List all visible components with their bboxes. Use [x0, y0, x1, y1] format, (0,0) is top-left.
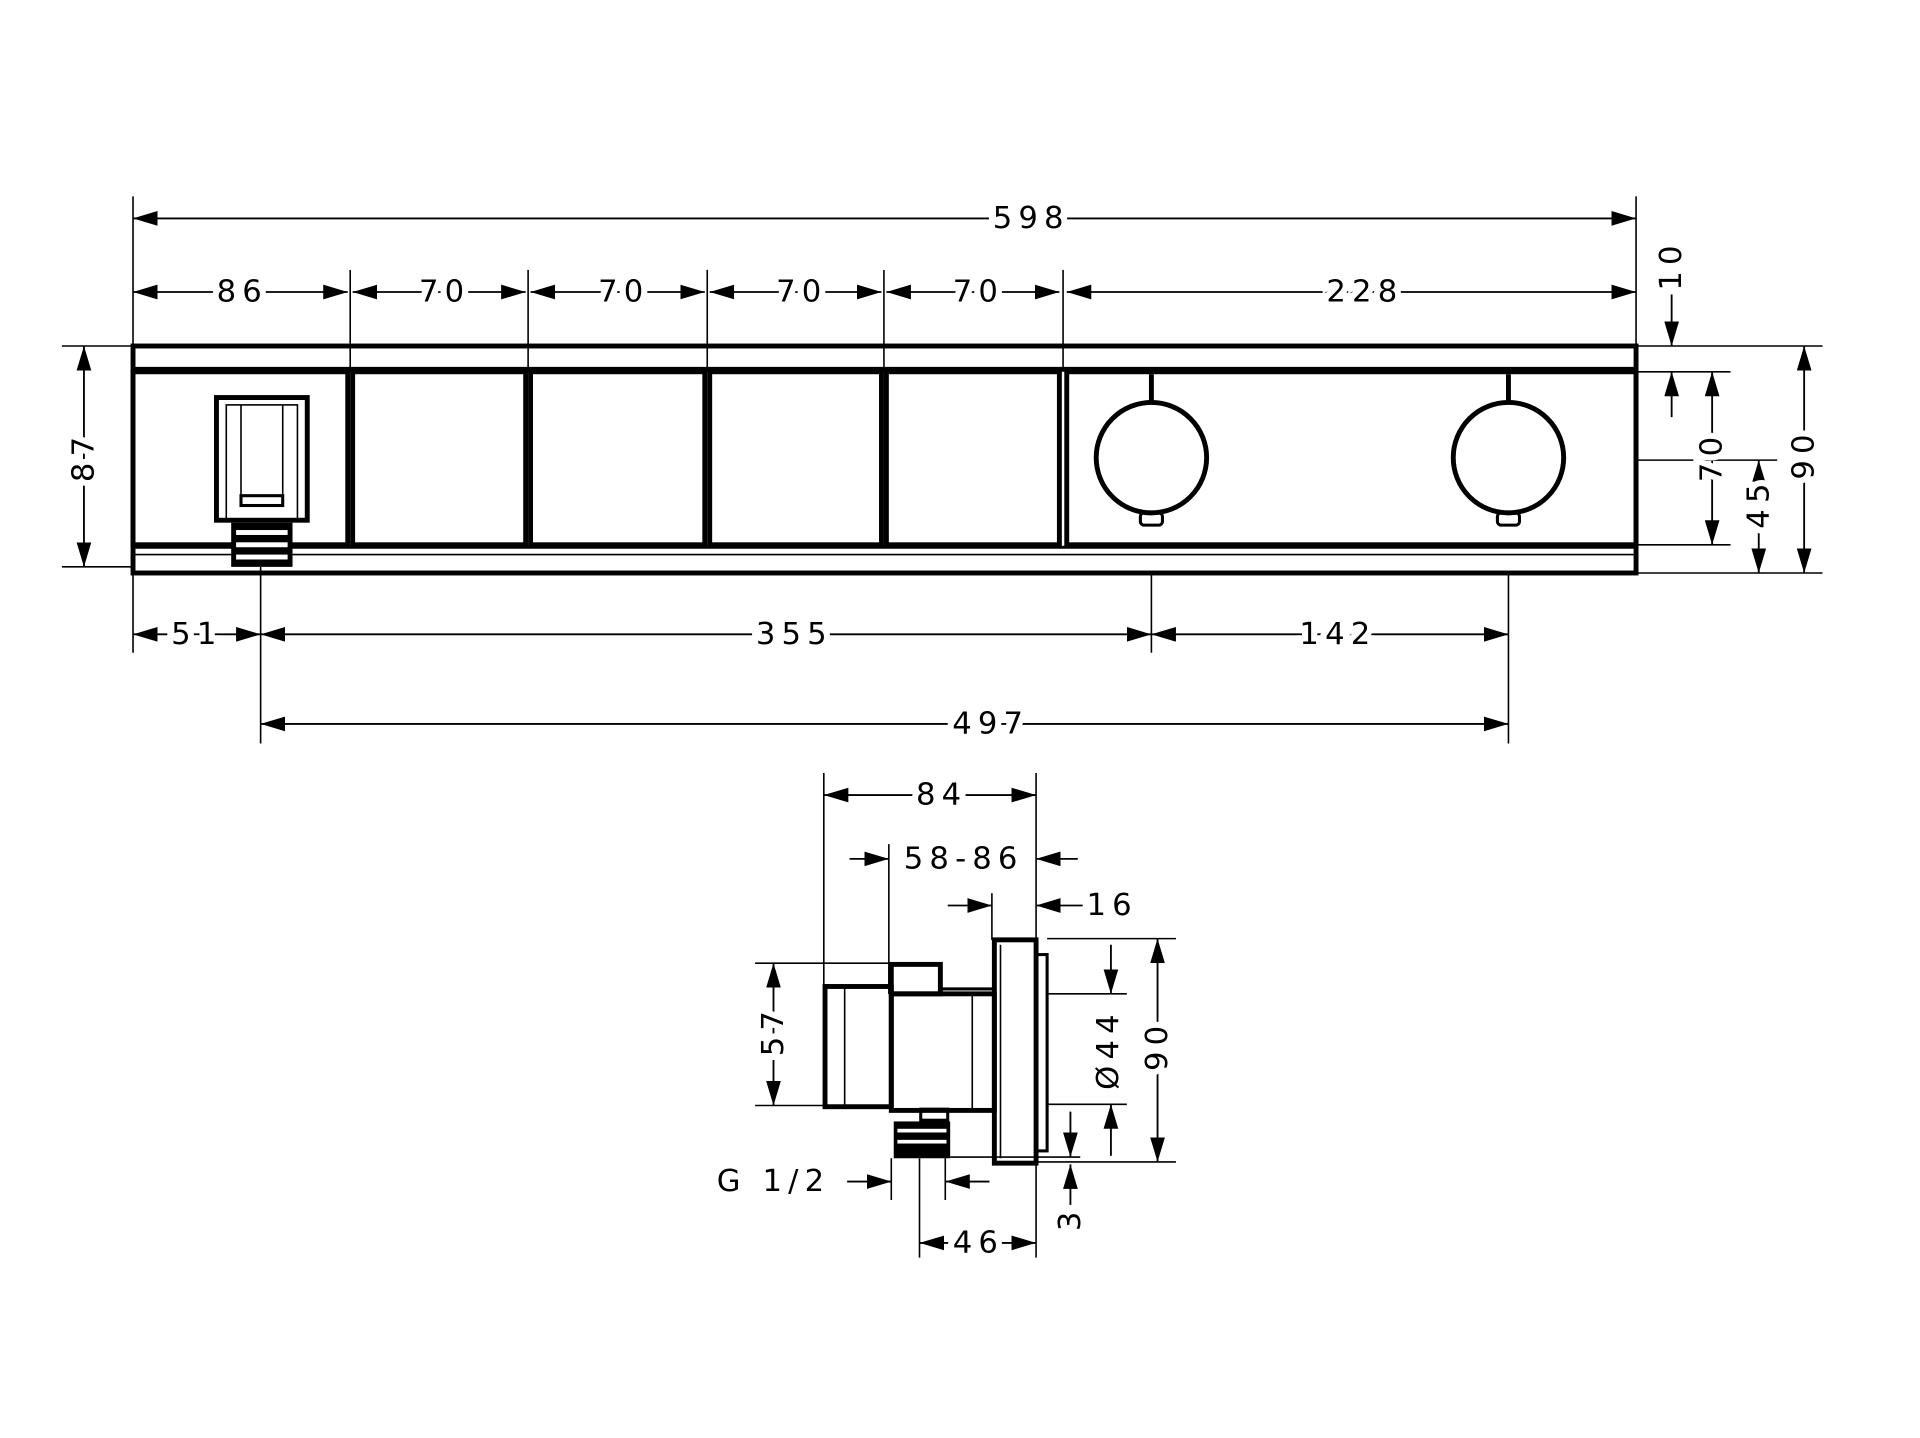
dim-segment-2: 70: [419, 275, 470, 310]
dim-thread: G 1/2: [717, 1164, 831, 1199]
dim-segment-3: 70: [598, 275, 649, 310]
dim-install-depth: 58-86: [904, 841, 1024, 876]
dim-overall-width: 598: [993, 201, 1070, 236]
dim-panel-height: 70: [1695, 431, 1730, 482]
dim-overall-height: 90: [1787, 428, 1822, 479]
button-panels: [130, 369, 1639, 548]
thermostat-knob-2: [1450, 374, 1567, 527]
thermostat-knob-1: [1093, 374, 1210, 527]
dim-bottom-offset: 3: [1053, 1206, 1088, 1232]
dim-knob-center: 45: [1741, 477, 1776, 528]
dim-outlet-to-knob2: 497: [952, 706, 1029, 741]
dim-knob-spacing: 142: [1299, 617, 1376, 652]
dim-outlet-to-knob: 355: [756, 617, 833, 652]
side-view: 84 58-86 16 57 Ø44 90 3 G 1/2 46: [711, 771, 1182, 1266]
dim-side-overall-height: 90: [1140, 1020, 1175, 1071]
dim-diameter: Ø44: [1091, 1008, 1126, 1090]
dim-depth: 84: [916, 778, 967, 813]
dim-top-offset: 10: [1654, 239, 1689, 290]
dim-segment-5: 70: [953, 275, 1004, 310]
dim-height-87: 87: [66, 431, 101, 482]
dim-plate-depth: 16: [1087, 888, 1138, 923]
dim-body-height: 57: [756, 1005, 791, 1056]
hose-outlet: [214, 395, 310, 567]
dim-outlet-offset: 51: [171, 617, 222, 652]
dim-segment-1: 86: [217, 275, 268, 310]
dim-segment-4: 70: [776, 275, 827, 310]
dim-segment-6: 228: [1326, 275, 1403, 310]
front-view: 598 86 70 70 70 70 228 10 70 45 90 87 51…: [60, 195, 1827, 748]
dim-outlet-depth: 46: [953, 1225, 1004, 1260]
